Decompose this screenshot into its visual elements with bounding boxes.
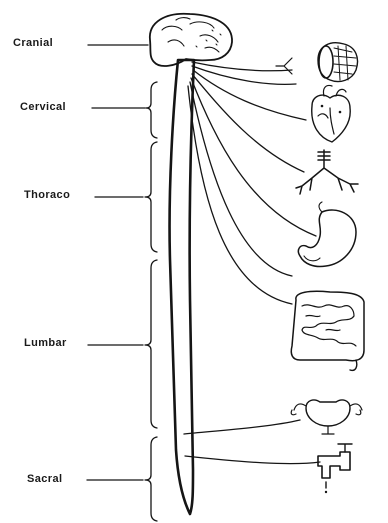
stomach-icon: [298, 202, 356, 267]
svg-text:Thoraco: Thoraco: [24, 189, 70, 201]
svg-text:Cervical: Cervical: [20, 101, 66, 113]
brain-icon: [150, 14, 232, 66]
region-label-cervical: Cervical: [20, 101, 145, 113]
svg-text:Lumbar: Lumbar: [24, 337, 67, 349]
uterus-icon: [291, 400, 362, 434]
region-bracket-sacral: [145, 437, 157, 521]
region-bracket-thoraco: [145, 142, 157, 252]
eye-icon: [276, 43, 358, 82]
region-label-lumbar: Lumbar: [24, 337, 143, 349]
region-bracket-cervical: [146, 82, 157, 138]
faucet-icon: [318, 444, 352, 493]
bronchi-icon: [296, 150, 358, 194]
heart-icon: [312, 85, 350, 142]
spinal-cord: [170, 60, 194, 514]
region-bracket-lumbar: [145, 260, 157, 428]
region-label-cranial: Cranial: [13, 37, 148, 49]
intestines-icon: [291, 291, 364, 370]
region-label-sacral: Sacral: [27, 473, 143, 485]
svg-text:Sacral: Sacral: [27, 473, 62, 485]
region-label-thoraco: Thoraco: [24, 189, 143, 201]
svg-text:Cranial: Cranial: [13, 37, 53, 49]
